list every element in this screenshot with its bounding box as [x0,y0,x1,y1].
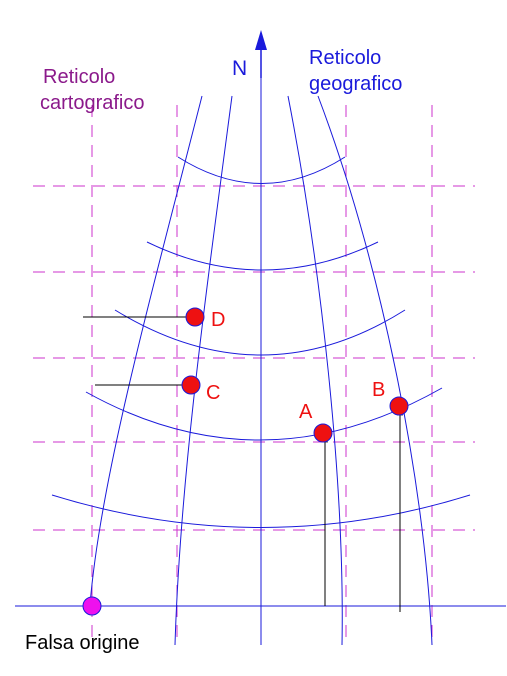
false-origin-point [82,596,102,616]
meridian [89,95,203,606]
geographic-grid [15,78,506,646]
point-b [389,396,409,416]
point-c [181,375,201,395]
north-label: N [232,57,247,80]
geographic-grid-label-line-1: Reticolo [309,47,381,69]
point-label-b: B [372,379,385,401]
parallel [114,309,406,356]
parallel [146,241,379,271]
meridian [287,95,343,646]
point-d [185,307,205,327]
cartographic-grid-label-line-1: Reticolo [43,66,115,88]
parallel [51,494,471,528]
false-origin-label: Falsa origine [25,632,140,654]
geographic-grid-label-line-2: geografico [309,73,402,95]
point-label-d: D [211,309,225,331]
parallel [85,387,443,441]
parallel [177,156,346,184]
point-labels: D C A B [206,309,385,423]
point-label-c: C [206,382,220,404]
meridian [317,95,433,646]
north-arrow [255,30,267,78]
points [82,307,409,616]
cartographic-grid-label-line-2: cartografico [40,92,145,114]
measurement-arrows [83,314,403,612]
point-label-a: A [299,401,313,423]
north-arrow-head [255,30,267,50]
cartographic-grid [33,105,475,640]
point-a [313,423,333,443]
